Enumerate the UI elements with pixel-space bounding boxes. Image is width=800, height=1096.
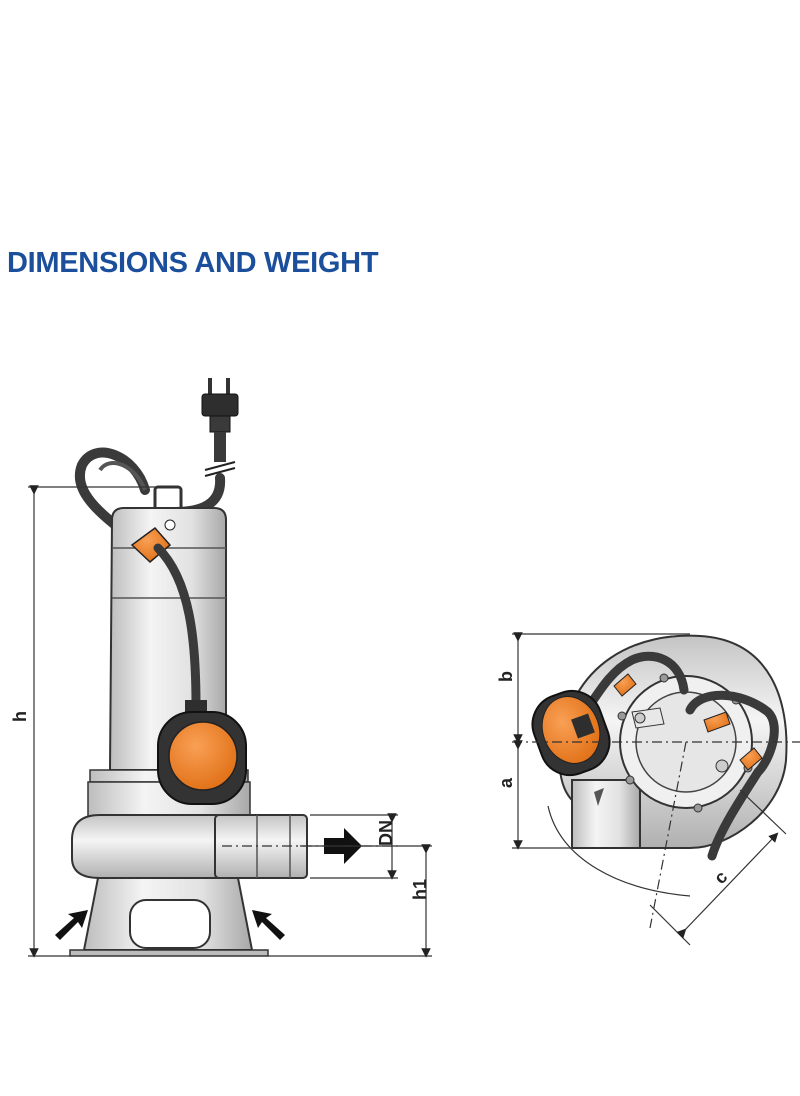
dimension-label-h: h xyxy=(10,711,30,722)
plug-icon xyxy=(201,378,239,462)
dimension-label-b: b xyxy=(496,671,516,682)
float-switch-icon xyxy=(157,700,247,805)
page-title: DIMENSIONS AND WEIGHT xyxy=(7,247,379,279)
dimension-label-a: a xyxy=(496,777,516,788)
pump-front-view xyxy=(55,378,362,957)
dimension-label-h1: h1 xyxy=(410,879,430,900)
dimension-label-dn: DN xyxy=(376,820,396,846)
front-dimensions xyxy=(28,485,432,958)
pump-top-view xyxy=(531,634,788,861)
float-switch-top-icon xyxy=(531,689,611,777)
top-dimensions xyxy=(512,632,800,946)
